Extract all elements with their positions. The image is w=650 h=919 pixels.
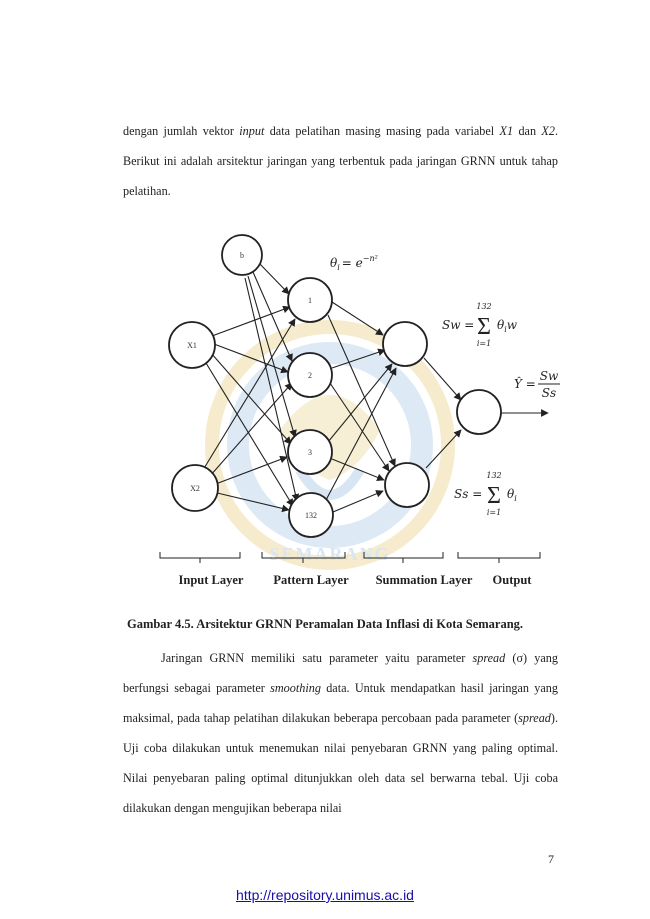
svg-text:i=1: i=1 — [487, 508, 501, 517]
node-label: 132 — [305, 511, 317, 520]
formula-ss: Ss = 132 Σ i=1 θi — [454, 471, 517, 517]
italic-spread: spread — [472, 651, 506, 665]
svg-text:132: 132 — [476, 302, 491, 311]
italic-input: input — [239, 124, 265, 138]
body-text: data. Untuk mendapatkan hasil jaringan y… — [123, 681, 558, 725]
formula-yhat: Ŷ = Sw Ss — [514, 369, 560, 400]
italic-spread: spread — [518, 711, 551, 725]
figure-caption: Gambar 4.5. Arsitektur GRNN Peramalan Da… — [126, 617, 524, 631]
node-summation-ss — [384, 462, 430, 508]
italic-smoothing: smoothing — [270, 681, 321, 695]
node-label: X2 — [190, 484, 200, 493]
layer-label-output: Output — [493, 573, 533, 587]
node-x1: X1 — [168, 321, 216, 369]
svg-text:Ss: Ss — [542, 386, 556, 400]
svg-text:Σ: Σ — [477, 314, 491, 340]
svg-text:θi= e−n²: θi= e−n² — [330, 254, 378, 272]
node-pattern-3: 3 — [287, 429, 333, 475]
node-summation-sw — [382, 321, 428, 367]
node-output — [456, 389, 502, 435]
layer-label-input: Input Layer — [179, 573, 244, 587]
formula-theta: θi= e−n² — [330, 254, 378, 272]
node-label: X1 — [187, 341, 197, 350]
svg-text:θi: θi — [507, 487, 517, 503]
svg-text:Sw =: Sw = — [442, 318, 474, 332]
svg-text:Ŷ =: Ŷ = — [514, 376, 536, 391]
svg-text:132: 132 — [486, 471, 501, 480]
intro-text: . Berikut ini adalah arsitektur jaringan… — [123, 124, 558, 198]
node-label: 1 — [308, 296, 312, 305]
layer-label-pattern: Pattern Layer — [273, 573, 349, 587]
node-label: b — [240, 251, 244, 260]
page-number: 7 — [548, 852, 554, 866]
body-text: Jaringan GRNN memiliki satu parameter ya… — [161, 651, 473, 665]
body-text: (σ) yang berfungsi sebagai parameter — [123, 651, 558, 695]
edges-bias — [244, 261, 300, 502]
node-pattern-2: 2 — [287, 352, 333, 398]
body-paragraph: Jaringan GRNN memiliki satu parameter ya… — [123, 643, 558, 823]
layer-brackets — [159, 552, 541, 563]
intro-text: data pelatihan masing masing pada variab… — [264, 124, 500, 138]
node-pattern-1: 1 — [287, 277, 333, 323]
edges-summation-output — [423, 357, 549, 469]
intro-paragraph: dengan jumlah vektor input data pelatiha… — [123, 116, 558, 206]
svg-text:Σ: Σ — [487, 483, 501, 509]
watermark-text: SEMARANG — [269, 544, 390, 564]
italic-x1: X1 — [499, 124, 514, 138]
svg-text:θiw: θiw — [497, 318, 518, 334]
node-label: 3 — [308, 448, 312, 457]
italic-x2: X2 — [541, 124, 555, 138]
body-text: ). Uji coba dilakukan untuk menemukan ni… — [123, 711, 558, 815]
intro-text: dan — [513, 124, 542, 138]
svg-text:Sw: Sw — [540, 369, 559, 383]
svg-text:Ss =: Ss = — [454, 487, 482, 501]
grnn-architecture-diagram: SEMARANG b — [159, 234, 560, 587]
edges-x1 — [205, 305, 294, 507]
node-label: 2 — [308, 371, 312, 380]
intro-text: dengan jumlah vektor — [123, 124, 240, 138]
formula-sw: Sw = 132 Σ i=1 θiw — [442, 302, 518, 348]
repository-link[interactable]: http://repository.unimus.ac.id — [236, 887, 414, 903]
node-x2: X2 — [171, 464, 219, 512]
edges-x2 — [202, 318, 296, 513]
node-bias: b — [221, 234, 263, 276]
node-pattern-132: 132 — [288, 492, 334, 538]
svg-text:i=1: i=1 — [477, 339, 491, 348]
layer-label-summation: Summation Layer — [376, 573, 473, 587]
edges-pattern-summation — [325, 301, 397, 513]
